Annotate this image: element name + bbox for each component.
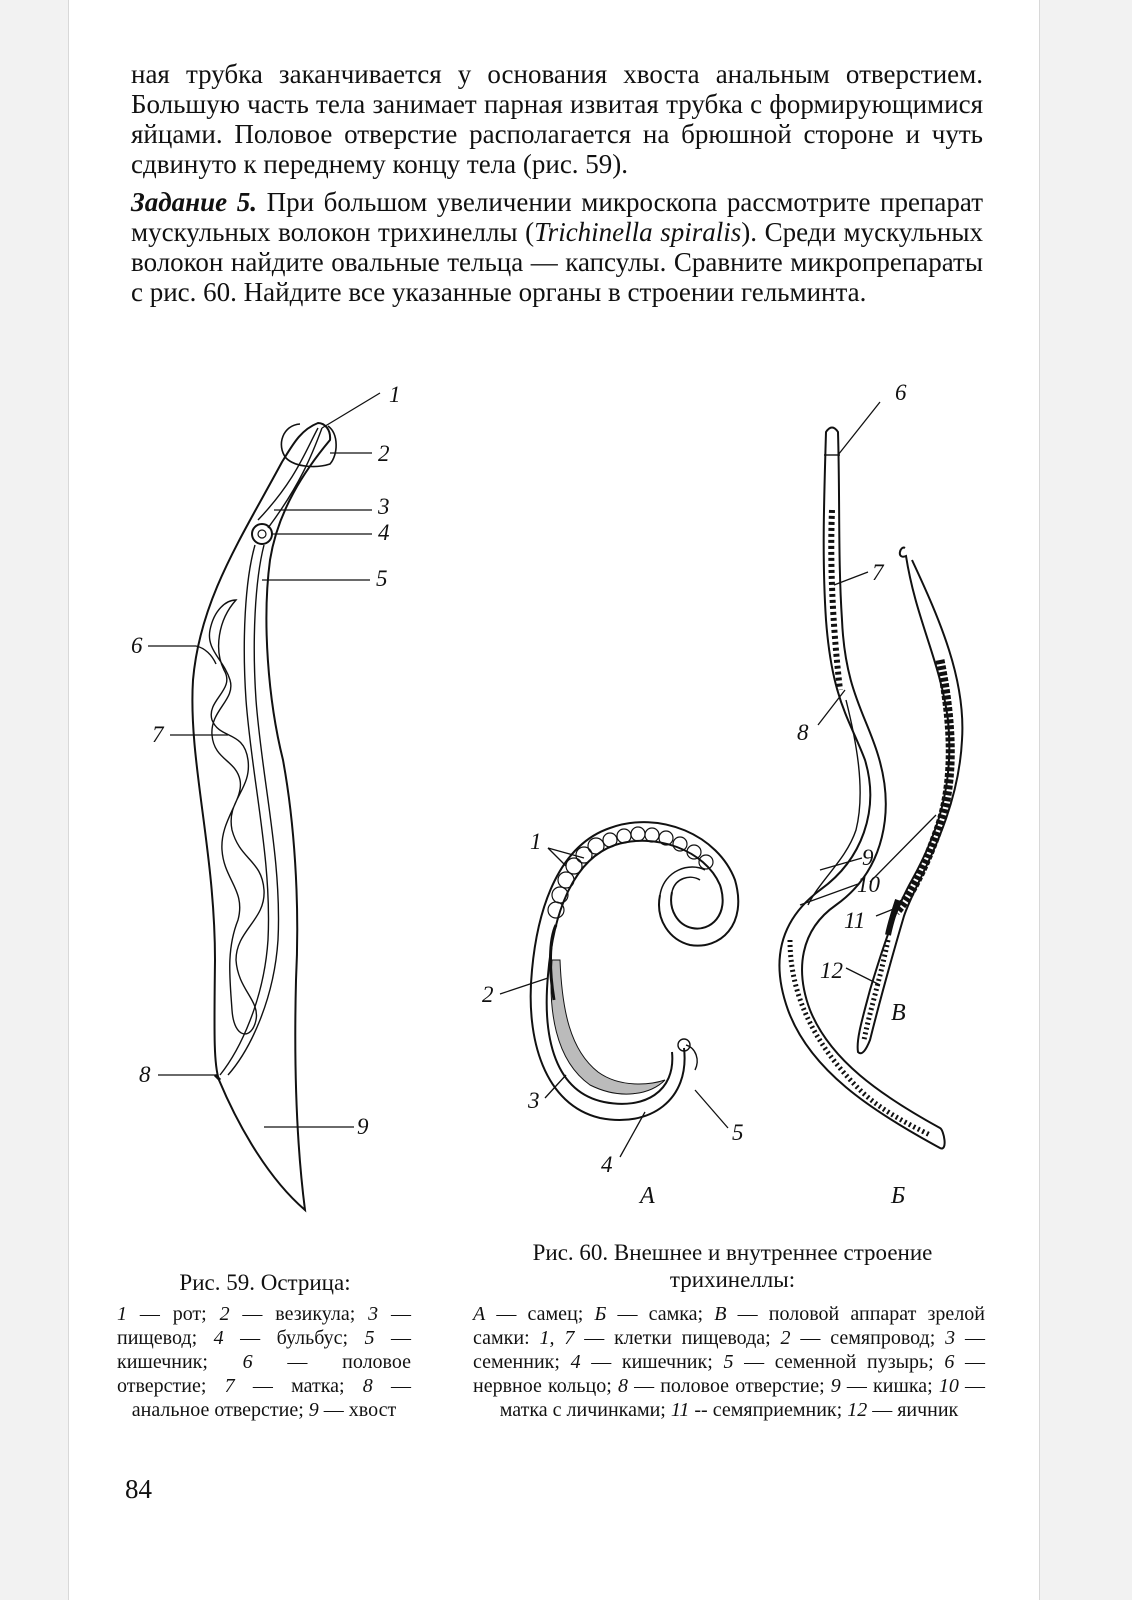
esophagus xyxy=(258,428,322,528)
legend-text: — половое отверстие; xyxy=(628,1375,831,1397)
fig59-caption-title: Рис. 59. Острица: xyxy=(120,1269,410,1296)
female-body xyxy=(779,428,944,1149)
fig60-label-10: 10 xyxy=(857,872,881,897)
fig60-label-7: 7 xyxy=(872,560,885,585)
fig60-female-leader-lines xyxy=(800,402,880,905)
fig60-letter-v: В xyxy=(891,1000,906,1026)
legend-key: 2 xyxy=(781,1327,791,1349)
uterus xyxy=(209,600,264,1034)
legend-key: 11 xyxy=(671,1399,690,1421)
legend-text: — семенной пузырь; xyxy=(733,1351,944,1373)
fig59-label-9: 9 xyxy=(357,1114,369,1139)
legend-key: 12 xyxy=(847,1399,867,1421)
legend-key: 1 xyxy=(117,1303,127,1325)
fig60-label-3: 3 xyxy=(527,1088,540,1113)
fig60-label-11: 11 xyxy=(844,908,865,933)
legend-key: 6 xyxy=(243,1351,253,1373)
legend-key: 4 xyxy=(571,1351,581,1373)
legend-key: 8 xyxy=(618,1375,628,1397)
fig59-label-7: 7 xyxy=(152,722,165,747)
apparatus-ovary xyxy=(864,940,888,1040)
legend-key: 4 xyxy=(214,1327,224,1349)
bulbus-core xyxy=(258,530,266,538)
fig60-legend: А — самец; Б — самка; В — половой аппара… xyxy=(473,1302,985,1422)
legend-text: -- семяприемник; xyxy=(689,1399,847,1421)
male-tail-loop xyxy=(660,867,705,895)
legend-text: — хвост xyxy=(319,1399,396,1421)
legend-text: — везикула; xyxy=(230,1303,369,1325)
fig60-label-5: 5 xyxy=(732,1120,744,1145)
fig60-apparatus-drawing xyxy=(858,548,963,1054)
fig59-drawing xyxy=(192,423,336,1210)
fig60-label-12: 12 xyxy=(820,958,843,983)
testis xyxy=(551,960,665,1094)
fig60-label-1: 1 xyxy=(530,829,542,854)
legend-key: В xyxy=(714,1303,726,1325)
fig60-male-labels: 1 2 3 4 5 А xyxy=(482,829,744,1209)
legend-text: — клетки пищевода; xyxy=(574,1327,780,1349)
legend-key: Б xyxy=(594,1303,606,1325)
bulbus xyxy=(252,524,272,544)
fig60-letter-a: А xyxy=(638,1183,655,1209)
legend-text: — яичник xyxy=(867,1399,958,1421)
fig59-labels: 1 2 3 4 5 6 7 8 9 xyxy=(131,382,401,1139)
seminal-receptacle xyxy=(888,900,898,935)
legend-key: А xyxy=(473,1303,485,1325)
fig60-caption-title: Рис. 60. Внешнее и внутреннее строение т… xyxy=(480,1239,985,1293)
legend-key: 8 xyxy=(363,1375,373,1397)
fig60-label-2: 2 xyxy=(482,982,494,1007)
fig60-letter-b: Б xyxy=(890,1183,905,1209)
uterus-larvae xyxy=(896,660,950,912)
legend-text: — самка; xyxy=(606,1303,714,1325)
legend-text: — кишка; xyxy=(841,1375,939,1397)
fig60-male-drawing xyxy=(531,822,739,1120)
seminal-vesicle xyxy=(686,1045,697,1070)
legend-key: 3 xyxy=(368,1303,378,1325)
legend-key: 7 xyxy=(225,1375,235,1397)
legend-key: 2 xyxy=(220,1303,230,1325)
legend-text: — самец; xyxy=(485,1303,594,1325)
legend-text: — семяпровод; xyxy=(791,1327,946,1349)
fig59-label-1: 1 xyxy=(389,382,401,407)
page-number: 84 xyxy=(125,1474,152,1505)
legend-key: 3 xyxy=(945,1327,955,1349)
fig59-label-2: 2 xyxy=(378,441,390,466)
legend-key: 10 xyxy=(939,1375,959,1397)
legend-key: 1, 7 xyxy=(540,1327,575,1349)
pinworm-body xyxy=(192,423,330,1210)
fig59-label-3: 3 xyxy=(377,494,390,519)
fig60-label-9: 9 xyxy=(862,845,874,870)
legend-key: 6 xyxy=(944,1351,954,1373)
fig59-legend: 1 — рот; 2 — везикула; 3 — пищевод; 4 — … xyxy=(117,1302,411,1422)
fig60-label-6: 6 xyxy=(895,380,907,405)
fig59-label-6: 6 xyxy=(131,633,143,658)
ovary xyxy=(790,940,930,1135)
legend-text: — бульбус; xyxy=(224,1327,365,1349)
fig59-label-5: 5 xyxy=(376,566,388,591)
female-intestine xyxy=(808,700,860,905)
fig60-female-drawing xyxy=(779,428,944,1149)
legend-key: 9 xyxy=(831,1375,841,1397)
fig60-apparatus-labels: 9 10 11 12 В xyxy=(820,845,906,1026)
legend-key: 9 xyxy=(309,1399,319,1421)
legend-text: — матка; xyxy=(235,1375,363,1397)
fig59-label-4: 4 xyxy=(378,520,390,545)
fig59-label-8: 8 xyxy=(139,1062,151,1087)
fig60-label-4: 4 xyxy=(601,1152,613,1177)
legend-key: 5 xyxy=(365,1327,375,1349)
fig59-leader-lines xyxy=(148,393,380,1127)
legend-text: — кишечник; xyxy=(581,1351,724,1373)
legend-key: 5 xyxy=(723,1351,733,1373)
legend-text: — рот; xyxy=(127,1303,220,1325)
fig60-label-8: 8 xyxy=(797,720,809,745)
